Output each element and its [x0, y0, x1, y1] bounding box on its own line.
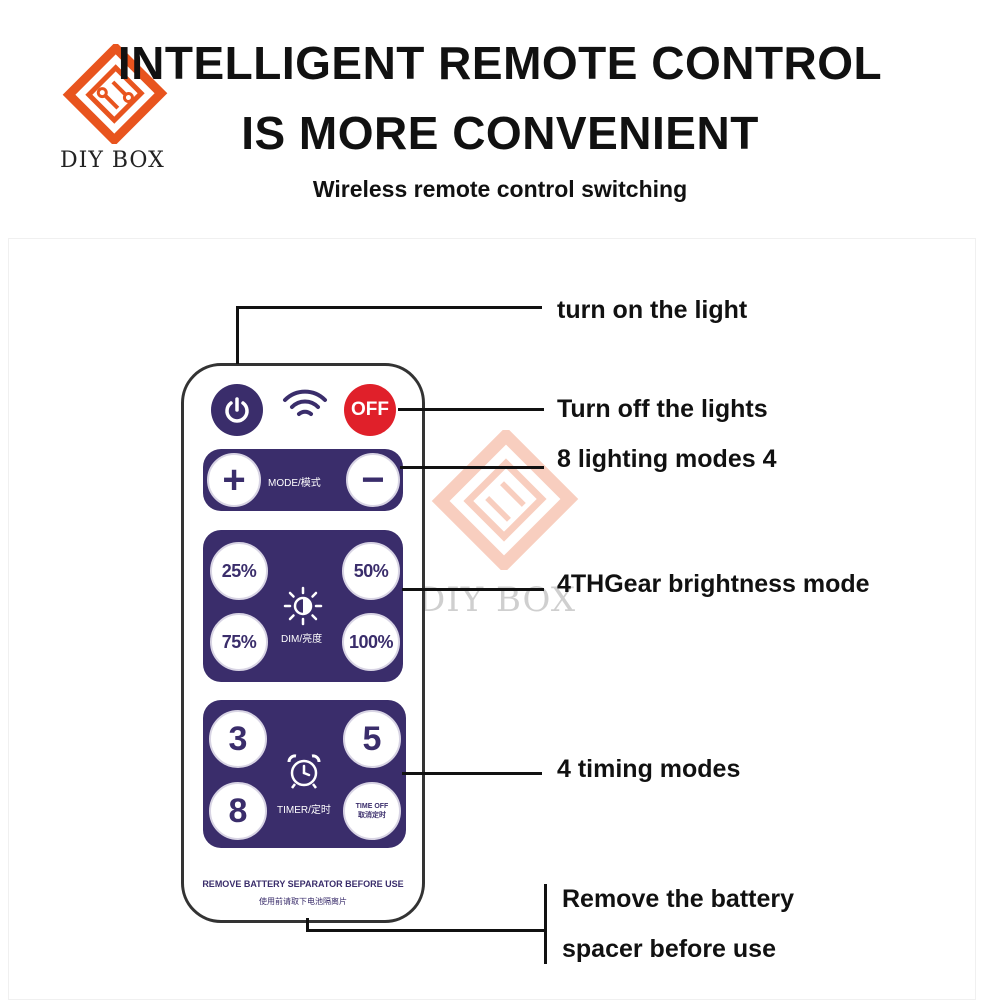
alarm-clock-icon	[284, 752, 324, 795]
time-off-label: TIME OFF	[355, 802, 389, 810]
time-off-button[interactable]: TIME OFF 取消定时	[343, 782, 401, 840]
circuit-logo-icon	[62, 41, 168, 147]
callout-line-turn-off	[398, 408, 544, 411]
plus-icon: +	[222, 458, 246, 502]
callout-line-battery-tick	[544, 884, 547, 964]
title-line-1: INTELLIGENT REMOTE CONTROL	[117, 37, 883, 89]
callout-timing: 4 timing modes	[557, 755, 741, 783]
timer-label: TIMER/定时	[277, 805, 331, 816]
callout-turn-off: Turn off the lights	[557, 395, 768, 423]
power-button[interactable]	[211, 384, 263, 436]
title-line-2: IS MORE CONVENIENT	[241, 107, 759, 159]
mode-minus-button[interactable]: −	[346, 453, 400, 507]
brand-logo: DIY BOX	[60, 41, 170, 184]
remote-footer-text: REMOVE BATTERY SEPARATOR BEFORE USE	[202, 879, 404, 889]
brand-name: DIY BOX	[60, 148, 165, 173]
off-button[interactable]: OFF	[344, 384, 396, 436]
timer-3-button[interactable]: 3	[209, 710, 267, 768]
callout-modes: 8 lighting modes 4	[557, 445, 777, 473]
subtitle: Wireless remote control switching	[312, 176, 688, 202]
power-icon	[225, 397, 249, 423]
brightness-75-button[interactable]: 75%	[210, 613, 268, 671]
callout-line-battery-v	[306, 918, 309, 932]
callout-line-turn-on-v	[236, 306, 239, 364]
mode-plus-button[interactable]: +	[207, 453, 261, 507]
brightness-100-button[interactable]: 100%	[342, 613, 400, 671]
timer-5-button[interactable]: 5	[343, 710, 401, 768]
dim-label: DIM/亮度	[281, 634, 323, 645]
callout-line-turn-on-h	[236, 306, 542, 309]
callout-line-modes	[400, 466, 544, 469]
callout-line-brightness	[402, 588, 544, 591]
minus-icon: −	[361, 458, 385, 502]
callout-line-battery-h	[306, 929, 546, 932]
time-off-label-cn: 取消定时	[358, 811, 386, 819]
callout-brightness: 4THGear brightness mode	[557, 570, 870, 598]
watermark-text: DIY BOX	[418, 580, 577, 620]
brightness-50-button[interactable]: 50%	[342, 542, 400, 600]
wireless-icon	[281, 388, 329, 429]
brightness-25-button[interactable]: 25%	[210, 542, 268, 600]
callout-line-timing	[402, 772, 542, 775]
timer-8-button[interactable]: 8	[209, 782, 267, 840]
callout-turn-on: turn on the light	[557, 296, 748, 324]
brightness-icon	[283, 586, 323, 631]
callout-battery-line-1: Remove the battery	[562, 885, 795, 913]
callout-battery-line-2: spacer before use	[562, 935, 776, 963]
remote-footer-text-cn: 使用前请取下电池隔离片	[259, 897, 347, 906]
mode-label: MODE/模式	[268, 478, 321, 489]
